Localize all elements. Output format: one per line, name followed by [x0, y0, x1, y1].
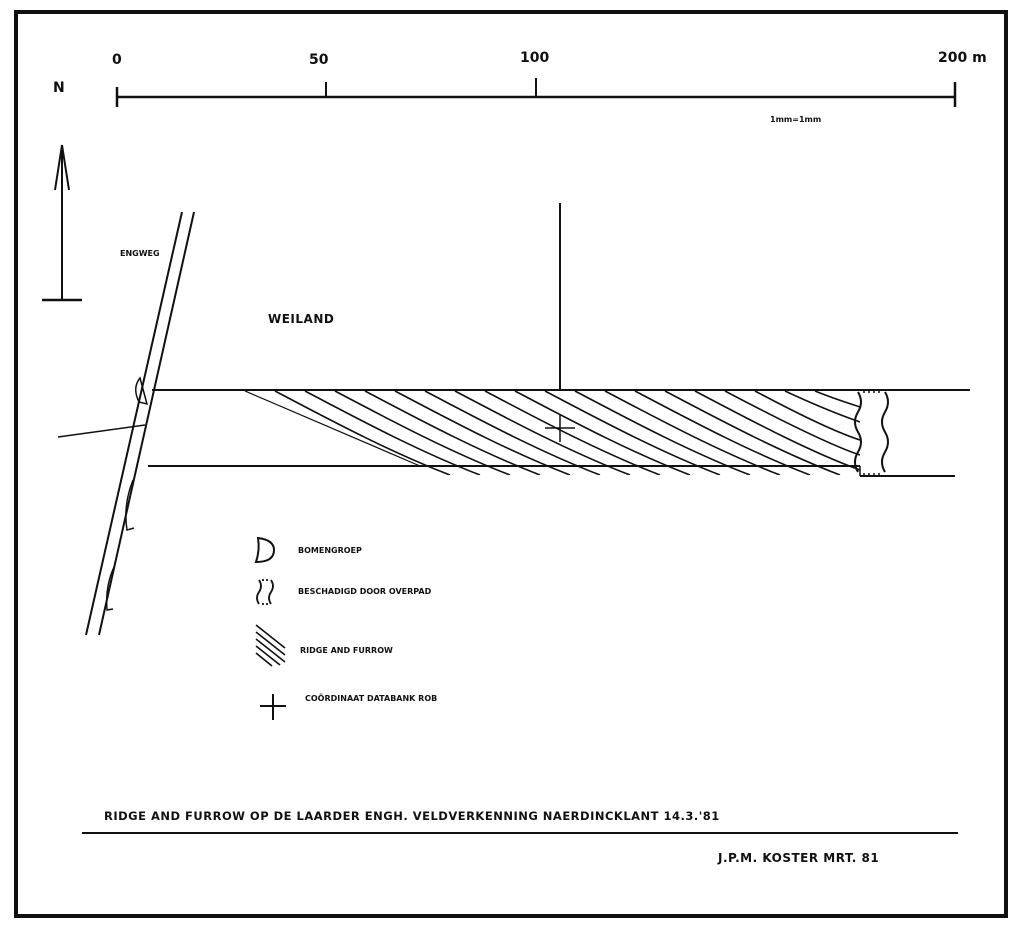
map-border — [14, 10, 1008, 918]
scale-tick-200: 200 m — [938, 50, 987, 66]
hatch-icon — [255, 624, 286, 667]
north-arrow: N — [42, 80, 82, 302]
field-strip — [148, 389, 970, 477]
footer-title: RIDGE AND FURROW OP DE LAARDER ENGH. VEL… — [104, 809, 720, 823]
legend-label-ridge: RIDGE AND FURROW — [300, 646, 393, 655]
tree-group-icon — [254, 536, 276, 564]
area-label: WEILAND — [268, 312, 334, 326]
scale-tick-100: 100 — [520, 50, 549, 66]
ridge-furrow-area — [245, 391, 860, 475]
scale-bar: 0 50 100 200 m 1mm=1mm — [112, 50, 987, 124]
damaged-icon — [256, 579, 274, 605]
cross-icon — [260, 694, 286, 720]
north-label: N — [53, 80, 65, 96]
damaged-zone — [854, 391, 889, 475]
legend-label-coordinate: COÖRDINAAT DATABANK ROB — [305, 693, 437, 703]
hatch-edge — [244, 390, 421, 467]
scale-tick-50: 50 — [309, 52, 329, 68]
legend-label-damaged: BESCHADIGD DOOR OVERPAD — [298, 587, 432, 596]
scale-tick-0: 0 — [112, 52, 122, 68]
legend-label-trees: BOMENGROEP — [298, 546, 362, 555]
road: ENGWEG — [85, 211, 195, 636]
footer-author: J.P.M. KOSTER MRT. 81 — [717, 851, 879, 865]
scale-note: 1mm=1mm — [770, 115, 821, 124]
legend: BOMENGROEP BESCHADIGD DOOR OVERPAD RIDGE… — [254, 536, 437, 720]
road-label: ENGWEG — [120, 249, 160, 258]
coordinate-cross — [545, 414, 575, 442]
side-path — [57, 424, 146, 438]
